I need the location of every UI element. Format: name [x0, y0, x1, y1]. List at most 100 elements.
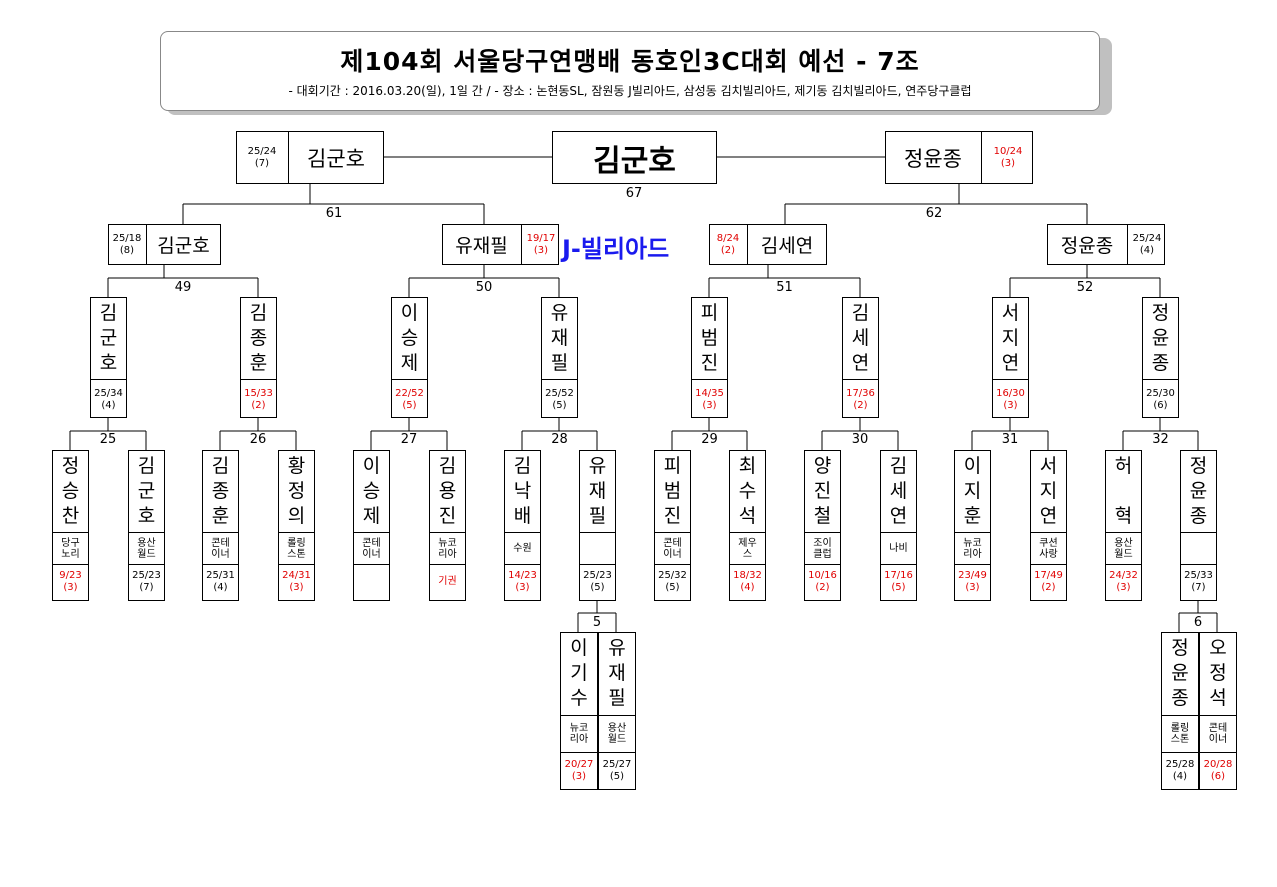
inning: (3): [1003, 399, 1018, 411]
inning: (2): [720, 244, 736, 256]
round1-score: 10/16(2): [804, 563, 841, 601]
score: 18/32: [733, 570, 762, 581]
inning: (6): [1153, 399, 1168, 411]
round1-box: [880, 450, 917, 601]
round1-score: 25/23(5): [579, 563, 616, 601]
match-number: 32: [1152, 432, 1169, 447]
score: 25/31: [206, 570, 235, 581]
match-number: 25: [99, 432, 117, 447]
inning: (2): [853, 399, 868, 411]
match-number: 52: [1076, 280, 1094, 295]
venue-label: J-빌리아드: [562, 235, 670, 263]
semifinal-score: 8/24(2): [709, 224, 748, 265]
match-number: 61: [325, 206, 343, 221]
inning: (4): [213, 582, 228, 593]
inning: (2): [1041, 582, 1056, 593]
match-number: 27: [400, 432, 418, 447]
score: 8/24: [716, 232, 740, 244]
score: 25/30: [1146, 387, 1175, 399]
event-info: - 대회기간 : 2016.03.20(일), 1일 간 / - 장소 : 논현…: [288, 84, 972, 98]
page-title: 제104회 서울당구연맹배 동호인3C대회 예선 - 7조: [340, 47, 920, 76]
round1-club: [1180, 532, 1217, 565]
inning: (2): [251, 399, 266, 411]
round1-box: [128, 450, 165, 601]
inning: (5): [891, 582, 906, 593]
score: 10/16: [808, 570, 837, 581]
round2-box: [1142, 297, 1179, 418]
semifinal-box: [442, 224, 559, 265]
inning: (3): [63, 582, 78, 593]
round1-score: 9/23(3): [52, 563, 89, 601]
inning: (5): [609, 770, 625, 782]
round2-score: 15/33(2): [240, 379, 277, 419]
inning: (2): [815, 582, 830, 593]
score: 10/24: [993, 145, 1023, 157]
round1-score: 25/31(4): [202, 563, 239, 601]
inning: (4): [1172, 770, 1188, 782]
finalist-right-score: 10/24(3): [981, 131, 1034, 184]
round1-score: [353, 563, 390, 601]
match-number: 6: [1193, 615, 1203, 630]
score: 17/36: [846, 387, 875, 399]
inning: (5): [665, 582, 680, 593]
round1-box: [429, 450, 466, 601]
match-number: 62: [925, 206, 943, 221]
score: 17/16: [884, 570, 913, 581]
semifinal-box: [1047, 224, 1165, 265]
inning: (3): [289, 582, 304, 593]
score: 25/24: [1132, 232, 1162, 244]
score: 9/23: [59, 570, 82, 581]
round1-box: [278, 450, 315, 601]
score: 20/28: [1203, 758, 1233, 770]
round2-score: 17/36(2): [842, 379, 879, 419]
finalist-left-box: [236, 131, 384, 184]
round2-score: 22/52(5): [391, 379, 428, 419]
round1-score: 24/31(3): [278, 563, 315, 601]
score: 25/32: [658, 570, 687, 581]
title-box: 제104회 서울당구연맹배 동호인3C대회 예선 - 7조 - 대회기간 : 2…: [160, 31, 1100, 111]
inning: (3): [702, 399, 717, 411]
score: 14/23: [508, 570, 537, 581]
match-number: 28: [551, 432, 568, 447]
score: 25/18: [112, 232, 142, 244]
score: 20/27: [564, 758, 594, 770]
round1-club: 수원: [504, 532, 541, 565]
semifinal-name: 정윤종: [1060, 235, 1114, 257]
score: 24/31: [282, 570, 311, 581]
prelim-box: [560, 632, 598, 790]
inning: (5): [552, 399, 567, 411]
finalist-right-box: [885, 131, 1033, 184]
score: 24/32: [1109, 570, 1138, 581]
match-number: 30: [851, 432, 869, 447]
inning: (3): [571, 770, 587, 782]
score: 16/30: [996, 387, 1025, 399]
inning: (5): [590, 582, 605, 593]
round2-box: [90, 297, 127, 418]
round1-score: 14/23(3): [504, 563, 541, 601]
finalist-right-name: 정윤종: [904, 146, 962, 171]
semifinal-name: 김군호: [157, 235, 210, 257]
round1-box: [954, 450, 991, 601]
